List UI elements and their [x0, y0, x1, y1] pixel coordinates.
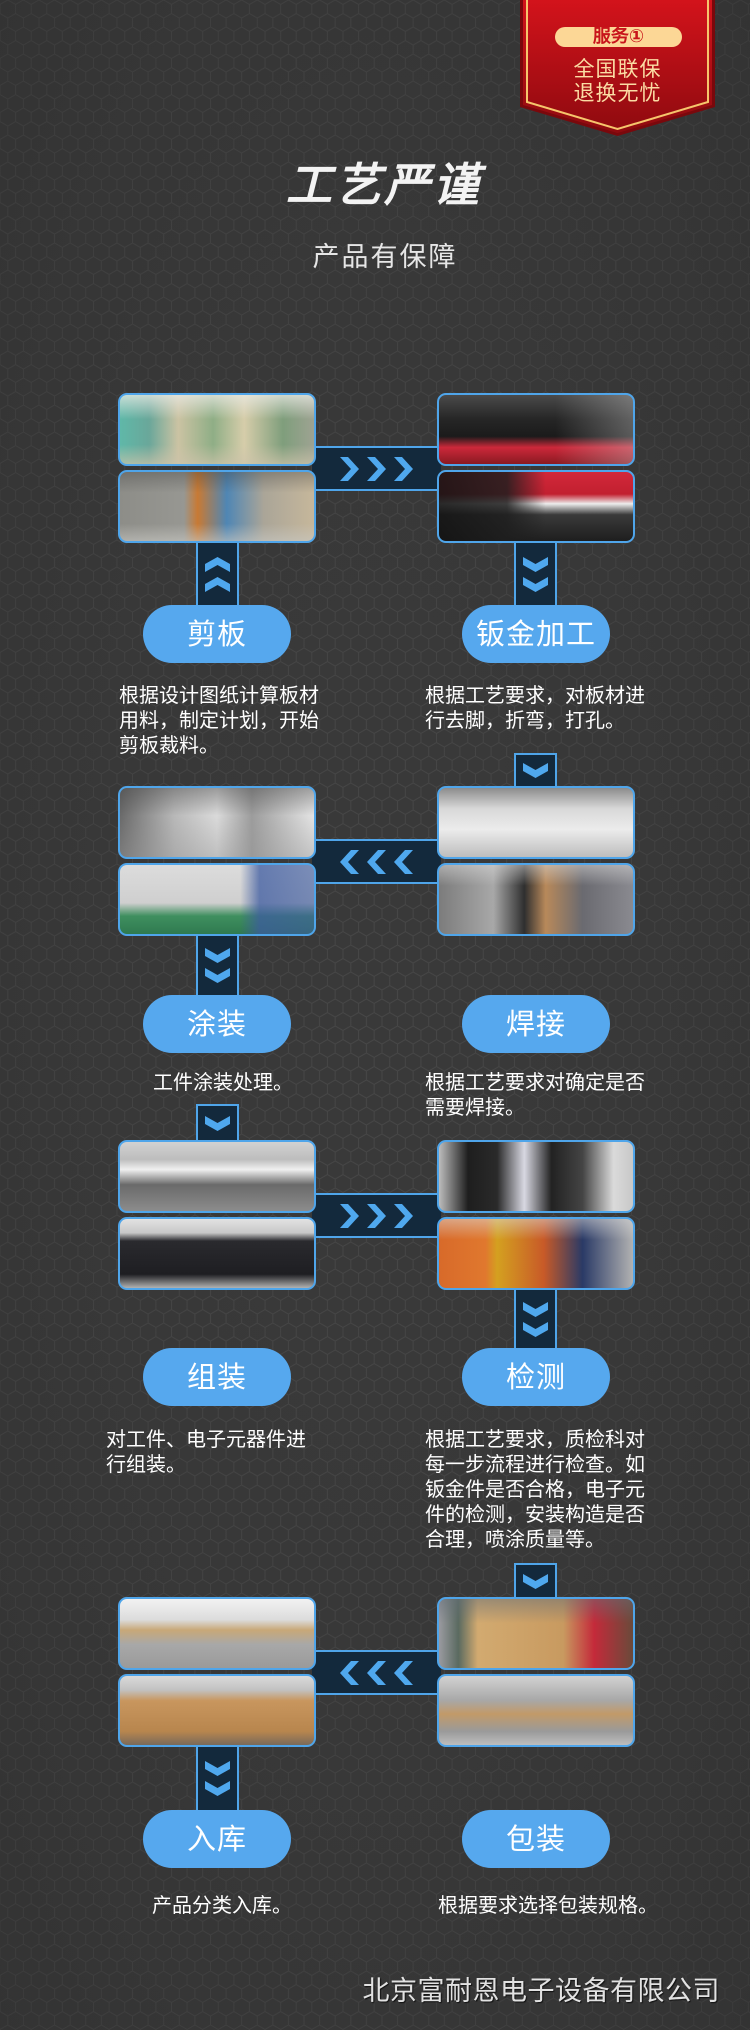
chevron-left-icon: [394, 1660, 413, 1685]
flow-connector-row2: [312, 839, 441, 884]
desc-line: 每一步流程进行检查。如: [425, 1452, 645, 1476]
flow-connector-down-inspection: [514, 1290, 557, 1348]
photo-packing-1: [437, 1597, 635, 1670]
service-badge: 服务① 全国联保 退换无忧: [520, 0, 715, 136]
chevron-down-icon: [523, 576, 548, 592]
photo-welding-2: [437, 863, 635, 936]
photo-assembly-1: [118, 1140, 316, 1213]
chevron-right-icon: [340, 456, 359, 481]
step-label-shearing: 剪板: [143, 605, 291, 663]
chevron-up-icon: [205, 556, 230, 572]
desc-line: 合理，喷涂质量等。: [425, 1527, 605, 1551]
step-label-welding: 焊接: [462, 995, 610, 1053]
flow-connector-row3: [312, 1193, 441, 1238]
chevron-left-icon: [340, 1660, 359, 1685]
desc-line: 件的检测，安装构造是否: [425, 1502, 645, 1526]
desc-line: 根据工艺要求，质检科对: [425, 1427, 645, 1451]
step-label-coating: 涂装: [143, 995, 291, 1053]
photo-inspection-1: [437, 1140, 635, 1213]
desc-line: 对工件、电子元器件进: [106, 1427, 306, 1451]
step-desc-packing: 根据要求选择包装规格。: [438, 1893, 658, 1918]
page-title: 工艺严谨: [286, 158, 482, 212]
chevron-down-icon: [523, 763, 548, 778]
chevron-left-icon: [340, 849, 359, 874]
desc-line: 根据设计图纸计算板材: [119, 683, 319, 707]
flow-connector-down-warehousing: [196, 1747, 239, 1810]
chevron-down-icon: [523, 1301, 548, 1317]
chevron-down-icon: [205, 1115, 230, 1131]
flow-connector-row4: [312, 1650, 441, 1695]
chevron-right-icon: [367, 456, 386, 481]
badge-label: 服务①: [592, 26, 645, 47]
chevron-down-icon: [523, 1573, 548, 1589]
badge-ribbon-shape: [520, 0, 715, 136]
photo-welding-1: [437, 786, 635, 859]
photo-inspection-2: [437, 1217, 635, 1290]
flow-connector-down-to-assembly: [196, 1104, 239, 1140]
step-label-packing: 包装: [462, 1810, 610, 1868]
step-label-assembly: 组装: [143, 1348, 291, 1406]
photo-assembly-2: [118, 1217, 316, 1290]
photo-packing-2: [437, 1674, 635, 1747]
chevron-down-icon: [205, 948, 230, 963]
badge-line-warranty: 全国联保: [573, 57, 662, 81]
desc-line: 根据工艺要求对确定是否: [425, 1070, 645, 1094]
desc-line: 行组装。: [106, 1452, 186, 1476]
desc-line: 行去脚，折弯，打孔。: [425, 708, 625, 732]
desc-line: 用料，制定计划，开始: [119, 708, 319, 732]
photo-warehousing-1: [118, 1597, 316, 1670]
step-desc-shearing: 根据设计图纸计算板材 用料，制定计划，开始 剪板裁料。: [119, 683, 319, 758]
desc-line: 需要焊接。: [425, 1095, 525, 1119]
step-desc-assembly: 对工件、电子元器件进 行组装。: [106, 1427, 306, 1477]
chevron-up-icon: [205, 576, 230, 592]
chevron-down-icon: [523, 556, 548, 572]
page-subtitle: 产品有保障: [312, 242, 458, 273]
step-desc-inspection: 根据工艺要求，质检科对 每一步流程进行检查。如 钣金件是否合格，电子元 件的检测…: [425, 1427, 645, 1552]
photo-coating-1: [118, 786, 316, 859]
chevron-right-icon: [367, 1203, 386, 1228]
step-desc-warehousing: 产品分类入库。: [152, 1893, 292, 1918]
step-desc-sheet-metal: 根据工艺要求，对板材进 行去脚，折弯，打孔。: [425, 683, 645, 733]
step-desc-welding: 根据工艺要求对确定是否 需要焊接。: [425, 1070, 645, 1120]
company-name: 北京富耐恩电子设备有限公司: [362, 1976, 720, 2007]
flow-connector-down-to-welding: [514, 753, 557, 786]
desc-line: 工件涂装处理。: [153, 1070, 293, 1094]
flow-connector-down-coating: [196, 936, 239, 995]
chevron-down-icon: [205, 968, 230, 983]
photo-sheet-metal-2: [437, 470, 635, 543]
photo-shearing-1: [118, 393, 316, 466]
step-label-sheet-metal: 钣金加工: [462, 605, 610, 663]
step-label-inspection: 检测: [462, 1348, 610, 1406]
chevron-down-icon: [523, 1321, 548, 1337]
photo-coating-2: [118, 863, 316, 936]
flow-connector-row1: [312, 446, 441, 491]
photo-shearing-2: [118, 470, 316, 543]
flow-connector-down-sheet-metal: [514, 543, 557, 605]
desc-line: 钣金件是否合格，电子元: [425, 1477, 645, 1501]
desc-line: 产品分类入库。: [152, 1893, 292, 1917]
flow-connector-up-shearing: [196, 543, 239, 605]
step-label-warehousing: 入库: [143, 1810, 291, 1868]
chevron-right-icon: [394, 456, 413, 481]
chevron-down-icon: [205, 1761, 230, 1776]
chevron-left-icon: [394, 849, 413, 874]
desc-line: 根据要求选择包装规格。: [438, 1893, 658, 1917]
step-desc-coating: 工件涂装处理。: [153, 1070, 293, 1095]
photo-sheet-metal-1: [437, 393, 635, 466]
flow-connector-down-to-packing: [514, 1563, 557, 1597]
photo-warehousing-2: [118, 1674, 316, 1747]
chevron-left-icon: [367, 849, 386, 874]
desc-line: 剪板裁料。: [119, 733, 219, 757]
chevron-right-icon: [340, 1203, 359, 1228]
chevron-right-icon: [394, 1203, 413, 1228]
badge-line-return: 退换无忧: [573, 81, 662, 105]
chevron-down-icon: [205, 1781, 230, 1796]
chevron-left-icon: [367, 1660, 386, 1685]
desc-line: 根据工艺要求，对板材进: [425, 683, 645, 707]
